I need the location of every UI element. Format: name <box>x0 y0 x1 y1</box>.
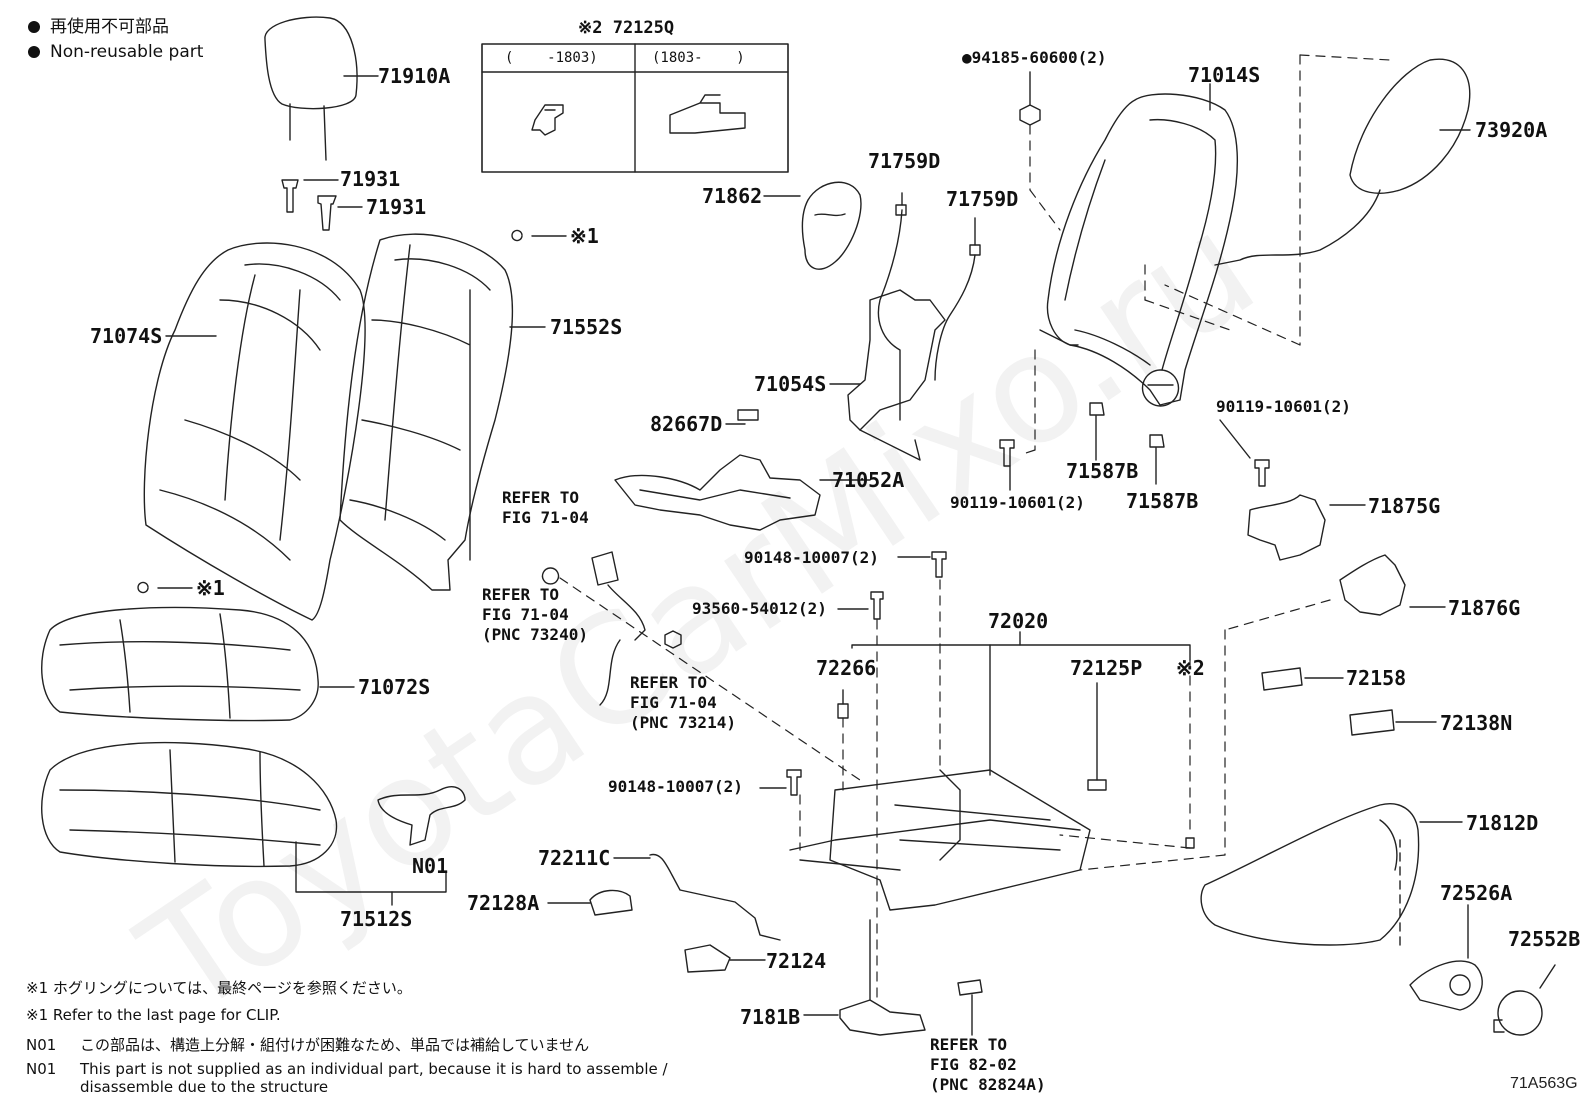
inset-col-left: ( -1803) <box>505 50 598 66</box>
part-label-71512S[interactable]: 71512S <box>340 907 413 931</box>
footnote-n01-en-2: disassemble due to the structure <box>80 1078 329 1096</box>
clip-note-marker: ※1 <box>570 224 599 248</box>
seatbelt-buckle <box>541 551 682 706</box>
seatback-frame-71014S <box>1039 83 1238 407</box>
knob-72526A <box>1399 839 1483 1011</box>
part-label-90148-10007[interactable]: 90148-10007(2) <box>744 548 879 567</box>
part-label-90119-10601[interactable]: 90119-10601(2) <box>950 493 1085 512</box>
part-label-71876G[interactable]: 71876G <box>1448 596 1521 620</box>
part-label-71014S[interactable]: 71014S <box>1188 63 1261 87</box>
part-label-71931[interactable]: 71931 <box>366 195 427 219</box>
part-label-72125P[interactable]: 72125P <box>1070 656 1143 680</box>
figure-code: 71A563G <box>1510 1075 1578 1092</box>
part-label-71052A[interactable]: 71052A <box>832 468 905 492</box>
assembly-lines <box>559 54 1391 1001</box>
part-label-90148-10007[interactable]: 90148-10007(2) <box>608 777 743 796</box>
footnote-n01-label: N01 <box>26 1060 57 1078</box>
bolt-90119-10601 <box>999 419 1270 491</box>
part-label-71074S[interactable]: 71074S <box>90 324 163 348</box>
ref-fig-82-02-pnc-82824A[interactable]: REFER TO FIG 82-02 (PNC 82824A) <box>930 1035 1046 1094</box>
part-label-72552B[interactable]: 72552B <box>1508 927 1581 951</box>
part-label-72124[interactable]: 72124 <box>766 949 827 973</box>
clip-note-marker: ※1 <box>196 576 225 600</box>
part-82824A-ref <box>957 979 983 1036</box>
footnote-n01-jp: この部品は、構造上分解・組付けが困難なため、単品では補給していません <box>80 1036 590 1054</box>
inset-72125Q-box <box>481 43 789 173</box>
ref-fig-71-04[interactable]: REFER TO FIG 71-04 <box>502 488 589 527</box>
headrest-guide-71931 <box>281 179 363 231</box>
cap-72552B <box>1493 964 1556 1036</box>
part-label-94185-60600[interactable]: ●94185-60600(2) <box>962 48 1107 67</box>
part-label-71587B[interactable]: 71587B <box>1066 459 1139 483</box>
legend-en: Non-reusable part <box>28 41 203 63</box>
part-label-71759D[interactable]: 71759D <box>868 149 941 173</box>
part-label-72158[interactable]: 72158 <box>1346 666 1407 690</box>
clip-71587B <box>1089 402 1165 485</box>
part-label-71054S[interactable]: 71054S <box>754 372 827 396</box>
part-label-90119-10601[interactable]: 90119-10601(2) <box>1216 397 1351 416</box>
ref-fig-71-04-pnc-73240[interactable]: REFER TO FIG 71-04 (PNC 73240) <box>482 585 588 644</box>
part-label-71552S[interactable]: 71552S <box>550 315 623 339</box>
side-airbag-73920A <box>1214 58 1471 266</box>
part-label-72128A[interactable]: 72128A <box>467 891 540 915</box>
cover-71875G-71876G <box>1247 494 1446 616</box>
headrest-71910A <box>264 16 379 161</box>
non-reusable-dot-icon <box>28 21 40 33</box>
part-label-71812D[interactable]: 71812D <box>1466 811 1539 835</box>
outer-shield-71812D <box>1200 803 1463 946</box>
part-label-71875G[interactable]: 71875G <box>1368 494 1441 518</box>
footnote-clip-jp: ※1 ホグリングについては、最終ページを参照ください。 <box>26 979 412 997</box>
handle-7181B <box>803 919 926 1036</box>
hog-ring-clip <box>137 229 567 594</box>
inset-col-right: (1803- ) <box>652 50 745 66</box>
part-label-72266[interactable]: 72266 <box>816 656 877 680</box>
non-reusable-dot-icon <box>28 46 40 58</box>
inset-title: ※2 72125Q <box>578 18 675 38</box>
seat-cushion-pad-71512S <box>41 741 466 906</box>
part-label-72211C[interactable]: 72211C <box>538 846 611 870</box>
legend-jp-text: 再使用不可部品 <box>50 17 169 37</box>
seat-side-cover-71862 <box>763 181 862 270</box>
part-label-71072S[interactable]: 71072S <box>358 675 431 699</box>
ref-fig-71-04-pnc-73214[interactable]: REFER TO FIG 71-04 (PNC 73214) <box>630 673 736 732</box>
cover-72158-72138N <box>1261 667 1437 736</box>
seat-cushion-cover-71072S <box>41 606 355 722</box>
footnote-n01-en-1: This part is not supplied as an individu… <box>80 1060 668 1078</box>
nut-94185-60600 <box>1019 71 1041 126</box>
seatback-board-71552S <box>339 233 546 591</box>
part-label-71862[interactable]: 71862 <box>702 184 763 208</box>
part-label-72138N[interactable]: 72138N <box>1440 711 1513 735</box>
footnote-n01-label: N01 <box>26 1036 57 1054</box>
part-label-72526A[interactable]: 72526A <box>1440 881 1513 905</box>
seat-track-72020 <box>789 631 1195 911</box>
part-label-71910A[interactable]: 71910A <box>378 64 451 88</box>
part-label-N01[interactable]: N01 <box>412 854 449 878</box>
legend-jp: 再使用不可部品 <box>28 16 169 38</box>
part-label-71587B[interactable]: 71587B <box>1126 489 1199 513</box>
part-label-82667D[interactable]: 82667D <box>650 412 723 436</box>
part-label-7181B[interactable]: 7181B <box>740 1005 801 1029</box>
seatback-recliner-frame-71054S <box>829 192 981 461</box>
cushion-frame-71052A <box>614 409 871 531</box>
footnote-clip-en: ※1 Refer to the last page for CLIP. <box>26 1006 281 1024</box>
part-label-93560-54012[interactable]: 93560-54012(2) <box>692 599 827 618</box>
seatback-cover-71074S <box>143 242 366 621</box>
part-label-71931[interactable]: 71931 <box>340 167 401 191</box>
note2-marker: ※2 <box>1176 656 1205 680</box>
bolt-90148-93560 <box>759 551 947 796</box>
wire-72211C <box>547 853 781 973</box>
part-label-72020[interactable]: 72020 <box>988 609 1049 633</box>
legend-en-text: Non-reusable part <box>50 42 204 62</box>
part-label-71759D[interactable]: 71759D <box>946 187 1019 211</box>
part-label-73920A[interactable]: 73920A <box>1475 118 1548 142</box>
